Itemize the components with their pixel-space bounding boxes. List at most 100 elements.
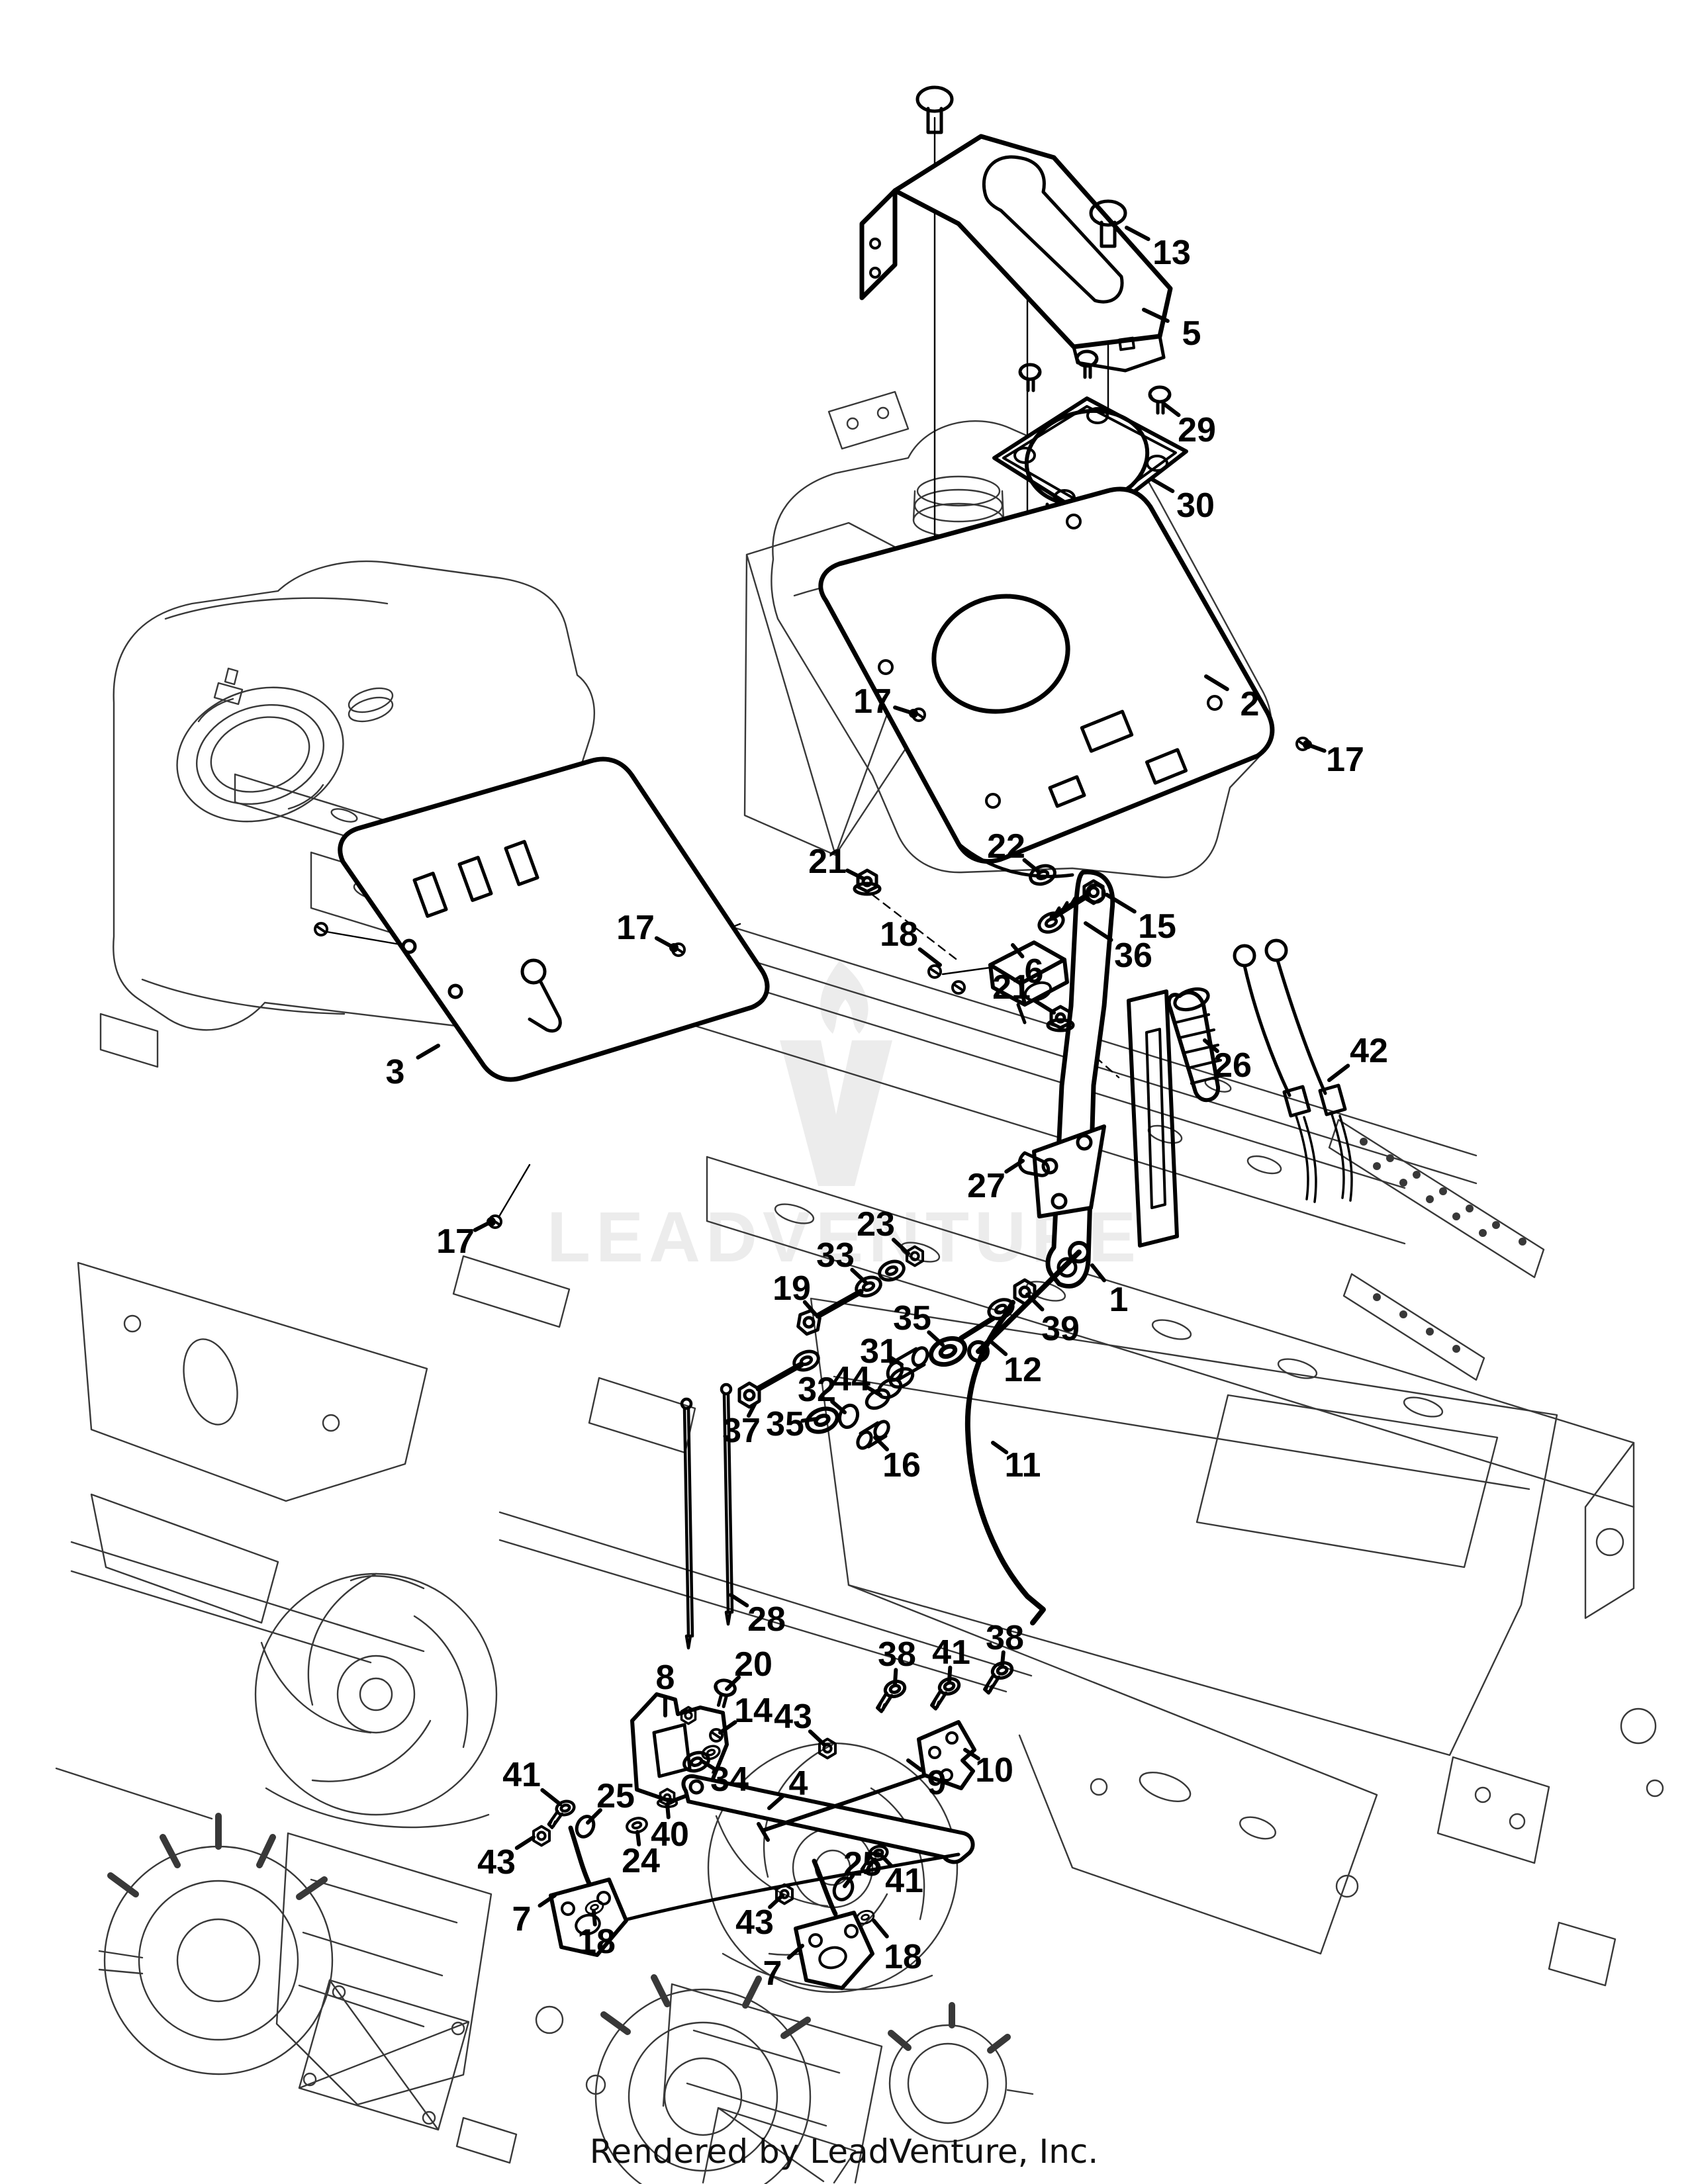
part-callout-38: 38 [986, 1619, 1024, 1667]
part-callout-33: 33 [816, 1236, 868, 1285]
part-number-label: 1 [1109, 1281, 1129, 1319]
bracket-part10 [917, 1720, 976, 1790]
part-number-label: 14 [734, 1692, 773, 1730]
bracket-part7b [794, 1911, 874, 1990]
frame-rails [234, 773, 1635, 1619]
part-number-label: 41 [885, 1862, 923, 1900]
part-number-label: 10 [975, 1751, 1013, 1790]
callout-leader-line [1022, 858, 1041, 874]
part-callout-19: 19 [773, 1269, 818, 1316]
callout-leader-line [701, 1760, 717, 1772]
part-callout-1: 1 [1090, 1263, 1129, 1319]
part-number-label: 16 [882, 1446, 921, 1484]
part-callout-23: 23 [857, 1205, 910, 1255]
lift-arm-part4 [681, 1774, 975, 1864]
rods-part28 [680, 1383, 734, 1650]
part-callout-38: 38 [878, 1635, 916, 1686]
part-callout-14: 14 [718, 1692, 773, 1735]
part-callout-30: 30 [1150, 477, 1215, 525]
part-callout-4: 4 [767, 1764, 808, 1810]
part-callout-17: 17 [853, 682, 918, 721]
callout-leader-line [893, 1668, 898, 1686]
part-number-label: 4 [789, 1764, 808, 1803]
part-callout-18: 18 [872, 1919, 922, 1976]
part-number-label: 31 [860, 1332, 898, 1371]
callout-target-dot [1303, 740, 1312, 749]
part-callout-31: 31 [860, 1332, 904, 1371]
tank-cover-part2 [818, 486, 1275, 878]
part-callout-2: 2 [1204, 674, 1260, 723]
part-callout-25: 25 [843, 1845, 882, 1888]
part-number-label: 11 [1005, 1446, 1041, 1484]
part-callout-36: 36 [1084, 921, 1152, 975]
part-callout-22: 22 [987, 827, 1041, 874]
callout-leader-line [416, 1044, 440, 1060]
part-number-label: 41 [932, 1633, 970, 1672]
part-number-label: 17 [853, 682, 892, 721]
part-number-label: 42 [1350, 1032, 1388, 1070]
deck-rail [70, 1511, 1033, 1693]
part-callout-41: 41 [502, 1756, 562, 1806]
part-callout-12: 12 [990, 1340, 1042, 1389]
callout-leader-line [1011, 943, 1025, 959]
part-callout-20: 20 [725, 1645, 773, 1691]
part-number-label: 18 [884, 1938, 922, 1976]
callout-leader-line [963, 1748, 980, 1761]
callout-leader-line [802, 1300, 818, 1316]
callout-leader-line [1125, 226, 1150, 242]
part-number-label: 43 [477, 1843, 516, 1882]
part-callout-44: 44 [832, 1360, 882, 1398]
bolt-part41 [925, 1676, 964, 1709]
part-number-label: 2 [1241, 685, 1260, 723]
frame-floor-pan [810, 1118, 1664, 1987]
part-callout-21: 21 [808, 842, 866, 881]
control-lever-part1 [967, 870, 1179, 1363]
part-callout-17: 17 [436, 1217, 496, 1261]
part-number-label: 18 [880, 915, 918, 954]
part-callout-10: 10 [963, 1748, 1013, 1790]
part-callout-18: 18 [880, 915, 942, 967]
part-callout-11: 11 [991, 1441, 1041, 1484]
part-callout-7: 7 [512, 1893, 557, 1938]
part-number-label: 25 [596, 1777, 635, 1815]
part-callout-28: 28 [729, 1593, 786, 1639]
part-number-label: 13 [1152, 234, 1191, 272]
fuel-tank-left [113, 560, 595, 1031]
callout-leader-line [1142, 308, 1170, 323]
callout-leader-line [538, 1893, 557, 1908]
part-number-label: 17 [1326, 741, 1364, 779]
part-number-label: 27 [967, 1167, 1006, 1205]
deck-lift-assembly [626, 1661, 1017, 1921]
callout-leader-line [1084, 921, 1113, 942]
callout-leader-line [718, 1720, 737, 1735]
callout-leader-line [1203, 1038, 1219, 1054]
part-callout-34: 34 [701, 1760, 749, 1799]
callout-leader-line [729, 1593, 749, 1608]
part-number-label: 41 [502, 1756, 541, 1794]
part-callout-17: 17 [1303, 740, 1364, 779]
callout-target-dot [669, 943, 679, 952]
callout-leader-line [592, 1909, 597, 1927]
callout-leader-line [917, 947, 942, 967]
part-callout-15: 15 [1105, 893, 1176, 946]
part-callout-9: 9 [906, 1758, 947, 1802]
part-number-label: 9 [927, 1764, 947, 1802]
watermark-flame-icon [820, 961, 868, 1034]
part-callout-18: 18 [577, 1909, 616, 1961]
callout-leader-line [843, 1874, 855, 1888]
part-number-label: 22 [987, 827, 1025, 866]
part-callout-41: 41 [932, 1633, 970, 1683]
callout-target-dot [909, 709, 918, 718]
part-number-label: 25 [843, 1845, 882, 1884]
callout-leader-line [1004, 1159, 1025, 1174]
callout-target-dot [487, 1217, 496, 1226]
part-callout-41: 41 [878, 1852, 923, 1900]
part-callout-7: 7 [763, 1944, 804, 1993]
part-number-label: 21 [992, 968, 1031, 1007]
callout-leader-line [1025, 1293, 1045, 1312]
callout-leader-line [1031, 998, 1056, 1015]
part-number-label: 36 [1114, 936, 1152, 975]
